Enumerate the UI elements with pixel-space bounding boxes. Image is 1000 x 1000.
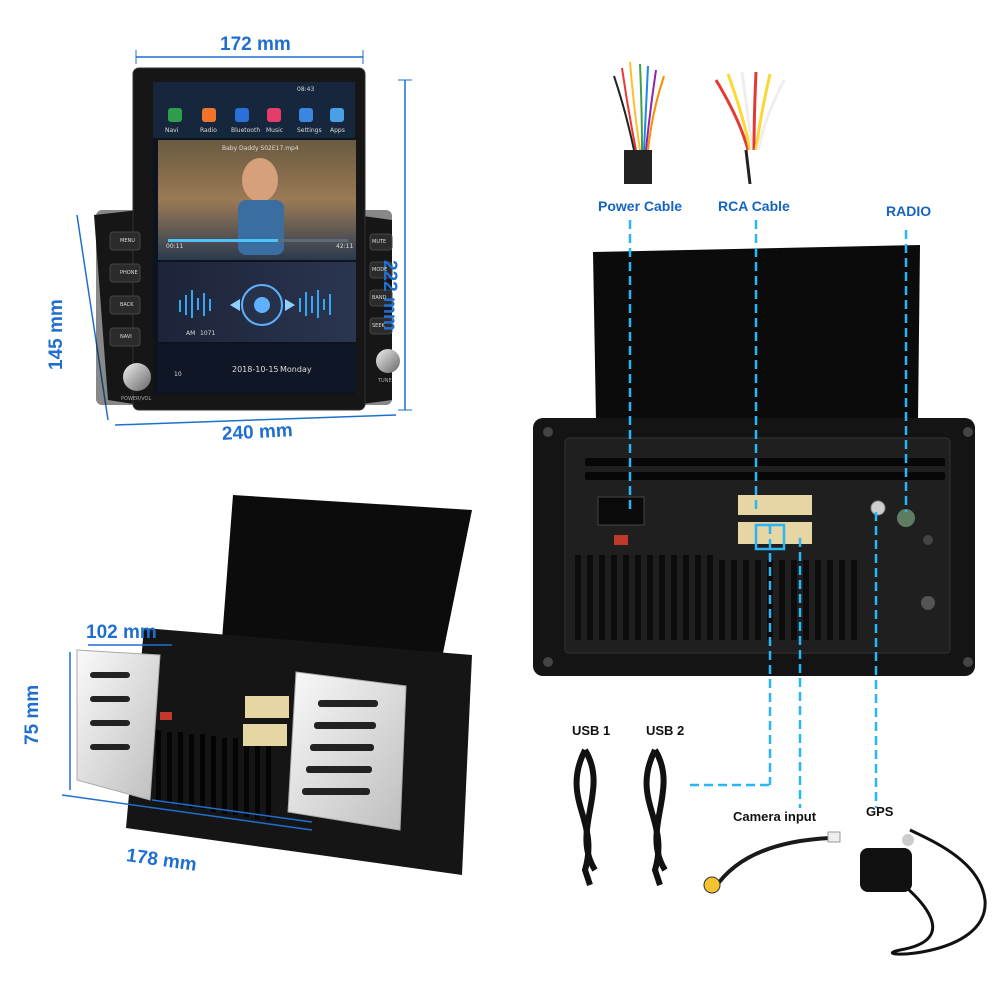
side-button-mode: MODE [372,267,388,273]
side-button-phone: PHONE [120,270,138,276]
video-elapsed: 00:11 [166,243,184,250]
side-button-back: BACK [120,302,134,308]
label-power-cable: Power Cable [598,198,683,214]
app-label-bluetooth: Bluetooth [231,127,261,134]
label-usb1: USB 1 [572,723,611,738]
label-usb2: USB 2 [646,723,685,738]
knob-label-power-vol: POWER/VOL [121,396,152,402]
video-title: Baby Daddy S02E17.mp4 [222,145,299,152]
radio-band: AM [186,330,196,337]
side-view [61,495,472,875]
knob-label-tune: TUNE [378,378,392,384]
dimension-chassis-height: 145 mm [46,299,67,370]
radio-frequency: 1071 [200,330,216,337]
screen-status-time: 08:43 [297,86,315,93]
side-button-band: BAND [372,295,387,301]
screen-date: 2018-10-15 [232,365,279,374]
label-gps: GPS [866,804,894,819]
dimension-bracket-height: 75 mm [22,684,43,745]
app-label-radio: Radio [200,127,217,134]
side-button-seek: SEEK [372,323,385,329]
video-duration: 42:11 [336,243,354,250]
app-label-apps: Apps [330,127,345,134]
app-label-navi: Navi [165,127,179,134]
volume-value: 10 [174,371,182,378]
label-rca-cable: RCA Cable [718,198,790,214]
app-label-music: Music [266,127,284,134]
dimension-chassis-width: 240 mm [221,420,294,445]
dimension-depth: 102 mm [86,622,157,643]
app-label-settings: Settings [297,127,322,134]
label-camera-input: Camera input [733,809,817,824]
front-view [76,50,412,426]
side-button-navi: NAVI [120,334,132,340]
dimension-top-width: 172 mm [220,34,291,55]
rear-view [533,61,987,956]
side-button-menu: MENU [120,238,135,244]
side-button-mute: MUTE [372,239,387,245]
screen-weekday: Monday [280,365,312,374]
label-radio: RADIO [886,203,932,219]
